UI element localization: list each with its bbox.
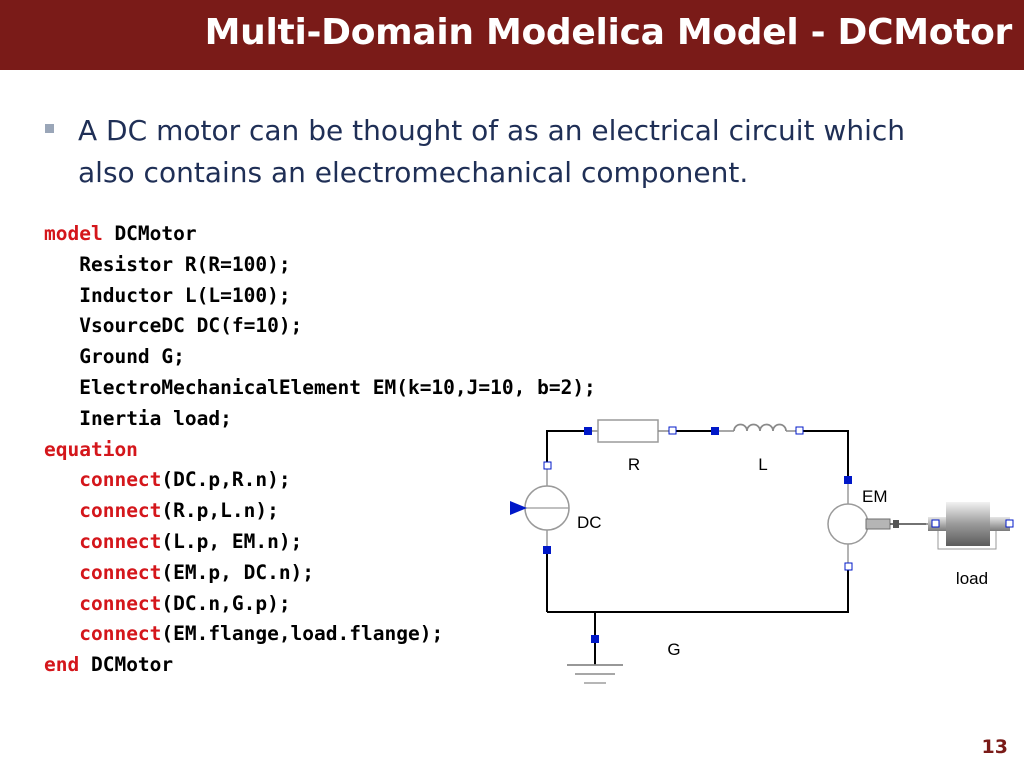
code-line: connect(DC.n,G.p); (44, 589, 596, 620)
inertia-load-icon[interactable] (926, 502, 1014, 550)
inductor-icon[interactable] (711, 423, 804, 436)
code-text: (EM.flange,load.flange); (161, 622, 444, 646)
slide-title: Multi-Domain Modelica Model - DCMotor (204, 12, 1013, 53)
inductor-label: L (758, 455, 767, 474)
code-keyword: connect (79, 622, 162, 646)
dc-motor-diagram: R L DC EM load G (510, 419, 1014, 684)
dc-source-label: DC (577, 513, 602, 532)
code-keyword: connect (79, 560, 162, 584)
code-line: Ground G; (44, 342, 596, 373)
dc-source-icon[interactable] (510, 461, 570, 554)
shaft-connection (890, 520, 932, 528)
code-line: connect(R.p,L.n); (44, 496, 596, 527)
code-line: connect(EM.flange,load.flange); (44, 619, 596, 650)
code-line: connect(L.p, EM.n); (44, 527, 596, 558)
code-line: ElectroMechanicalElement EM(k=10,J=10, b… (44, 373, 596, 404)
code-text: (R.p,L.n); (161, 499, 279, 523)
em-element-icon[interactable] (827, 476, 891, 571)
code-line: connect(EM.p, DC.n); (44, 558, 596, 589)
code-line: connect(DC.p,R.n); (44, 465, 596, 496)
page-number: 13 (981, 736, 1008, 758)
code-line: end DCMotor (44, 650, 596, 681)
code-block: model DCMotor Resistor R(R=100); Inducto… (44, 219, 596, 681)
load-label: load (956, 569, 988, 588)
code-text: ElectroMechanicalElement EM(k=10,J=10, b… (79, 375, 596, 399)
code-text: DCMotor (102, 222, 197, 245)
ground-icon[interactable] (567, 635, 623, 684)
bullet-text: A DC motor can be thought of as an elect… (78, 114, 905, 189)
resistor-icon[interactable] (584, 419, 677, 443)
code-text: Resistor R(R=100); (79, 252, 291, 276)
resistor-label: R (628, 455, 640, 474)
code-keyword: model (44, 222, 103, 245)
code-text: VsourceDC DC(f=10); (79, 314, 303, 338)
code-text: (EM.p, DC.n); (161, 560, 315, 584)
em-label: EM (862, 487, 888, 506)
code-text: Inductor L(L=100); (79, 283, 291, 307)
code-text: (L.p, EM.n); (161, 529, 303, 553)
code-keyword: equation (44, 437, 138, 461)
code-text: DCMotor (79, 653, 174, 677)
code-text: Ground G; (79, 345, 185, 369)
code-keyword: connect (79, 529, 162, 553)
code-keyword: end (44, 653, 80, 677)
code-text: (DC.n,G.p); (161, 591, 291, 615)
code-keyword: connect (79, 499, 162, 523)
code-line: Inductor L(L=100); (44, 281, 596, 312)
code-line: Resistor R(R=100); (44, 250, 596, 281)
code-line: model DCMotor (44, 219, 596, 250)
title-bar: Multi-Domain Modelica Model - DCMotor (0, 0, 1024, 70)
code-line: VsourceDC DC(f=10); (44, 311, 596, 342)
circuit-wires (546, 430, 849, 665)
code-line: Inertia load; (44, 404, 596, 435)
code-text: Inertia load; (79, 406, 232, 430)
ground-label: G (667, 640, 680, 659)
code-keyword: connect (79, 591, 162, 615)
code-text: (DC.p,R.n); (161, 468, 291, 492)
bullet-marker (45, 124, 54, 133)
code-keyword: connect (79, 468, 162, 492)
code-line: equation (44, 435, 596, 466)
